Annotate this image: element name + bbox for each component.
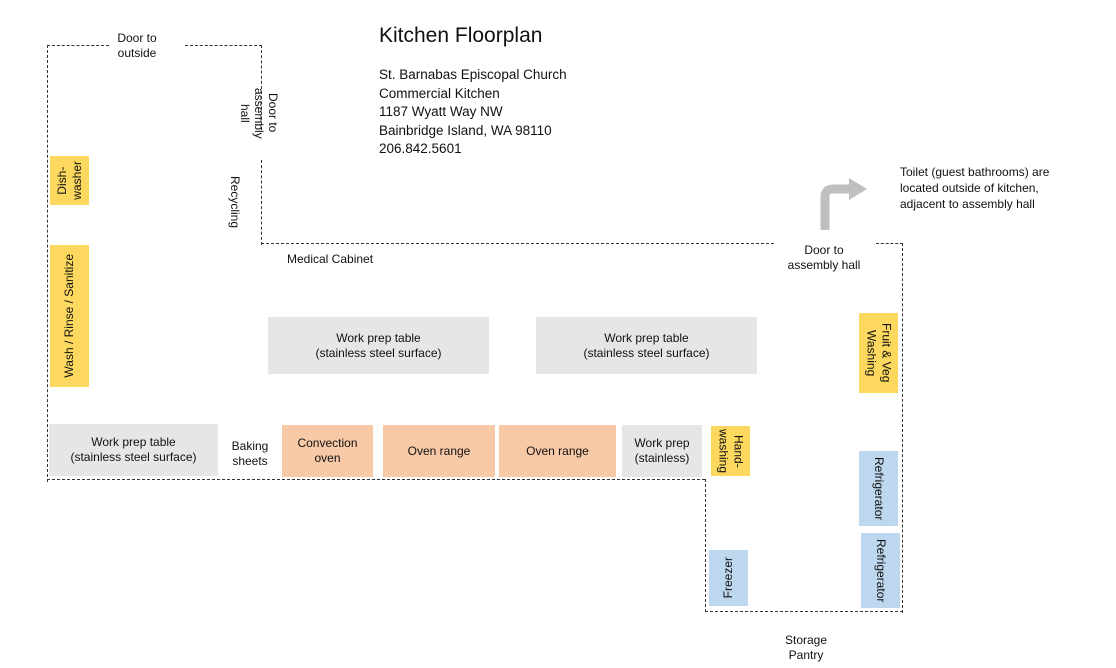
work-prep-stainless: Work prep (stainless) — [622, 425, 702, 477]
address-line: St. Barnabas Episcopal Church — [379, 67, 567, 82]
door-to-assembly-hall-side-label: Door to assembly hall — [238, 87, 280, 139]
convection-oven: Convection oven — [282, 425, 373, 477]
baking-sheets-label: Baking sheets — [231, 439, 269, 468]
handwashing-label: Hand- washing — [716, 428, 746, 474]
refrigerator-1: Refrigerator — [859, 451, 898, 526]
oven-range-2: Oven range — [499, 425, 616, 477]
dishwasher: Dish- washer — [50, 156, 89, 205]
refrigerator-1-label: Refrigerator — [872, 456, 886, 521]
turn-up-right-arrow-icon — [820, 178, 867, 230]
refrigerator-2: Refrigerator — [861, 533, 900, 608]
fruit-veg-washing-sink: Fruit & Veg Washing — [859, 313, 898, 393]
work-prep-table-center-right: Work prep table (stainless steel surface… — [536, 317, 757, 374]
address-line: Bainbridge Island, WA 98110 — [379, 122, 552, 138]
handwashing-sink: Hand- washing — [711, 426, 750, 476]
storage-pantry-label: Storage Pantry — [784, 633, 828, 662]
work-prep-table-bottom-left: Work prep table (stainless steel surface… — [49, 424, 218, 476]
refrigerator-2-label: Refrigerator — [874, 538, 888, 603]
toilet-note: Toilet (guest bathrooms) are located out… — [900, 165, 1050, 211]
dishwasher-label: Dish- washer — [54, 161, 84, 200]
medical-cabinet-label: Medical Cabinet — [287, 252, 374, 266]
freezer: Freezer — [709, 550, 748, 606]
door-to-outside-label: Door to outside — [117, 31, 157, 60]
freezer-label: Freezer — [721, 557, 735, 599]
recycling-label: Recycling — [228, 176, 242, 229]
wash-rinse-sanitize-sink: Wash / Rinse / Sanitize — [50, 245, 89, 387]
fruit-veg-washing-label: Fruit & Veg Washing — [864, 323, 894, 383]
wash-rinse-sanitize-label: Wash / Rinse / Sanitize — [62, 254, 76, 378]
address-line: Commercial Kitchen — [379, 85, 500, 101]
door-to-assembly-hall-label: Door to assembly hall — [787, 243, 861, 272]
phone-number: 206.842.5601 — [379, 141, 462, 156]
church-address: St. Barnabas Episcopal Church Commercial… — [379, 66, 567, 159]
address-line: 1187 Wyatt Way NW — [379, 104, 503, 119]
work-prep-table-center-left: Work prep table (stainless steel surface… — [268, 317, 489, 374]
oven-range-1: Oven range — [383, 425, 495, 477]
page-title: Kitchen Floorplan — [379, 24, 543, 47]
